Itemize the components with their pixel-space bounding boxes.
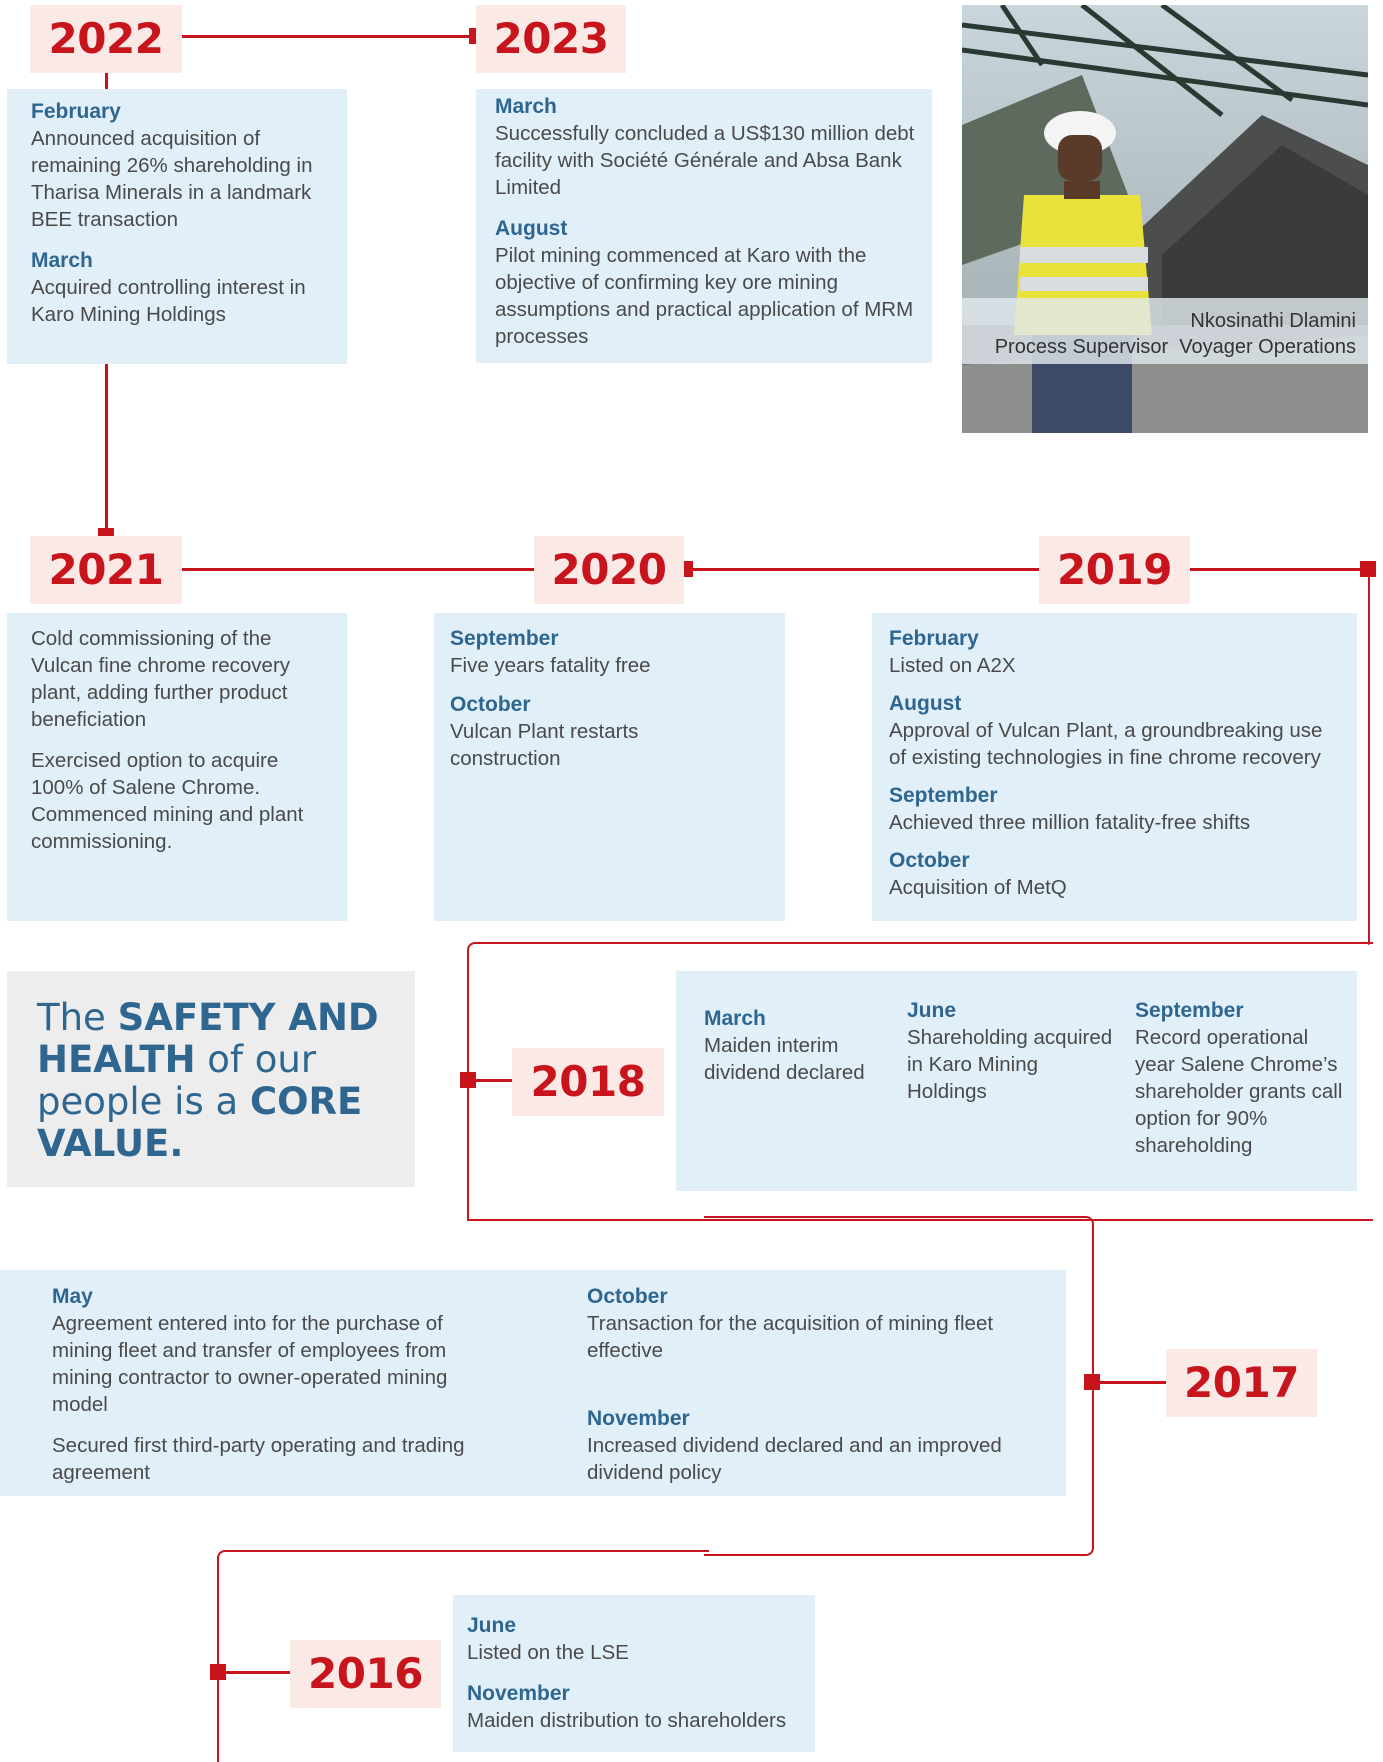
event-item: June Listed on the LSE — [467, 1612, 805, 1666]
event-month: September — [889, 784, 998, 807]
event-month: August — [495, 217, 568, 240]
event-text: Shareholding acquired in Karo Mining Hol… — [907, 1026, 1113, 1103]
timeline-node — [1084, 1374, 1100, 1390]
event-text: Maiden distribution to shareholders — [467, 1709, 787, 1732]
quote-core-value: CORE VALUE. — [37, 1080, 363, 1165]
event-month: October — [450, 693, 531, 716]
event-text: Secured first third-party operating and … — [52, 1434, 465, 1484]
event-text: Acquisition of MetQ — [889, 876, 1067, 899]
employee-photo: Nkosinathi Dlamini Process Supervisor Vo… — [962, 5, 1368, 433]
timeline-connector — [1190, 568, 1368, 571]
mining-site-illustration — [962, 5, 1368, 433]
event-month: August — [889, 692, 962, 715]
timeline-connector — [1368, 930, 1370, 945]
event-text: Approval of Vulcan Plant, a groundbreaki… — [889, 719, 1323, 769]
timeline-connector — [105, 364, 108, 536]
event-month: June — [907, 999, 957, 1022]
event-text: Achieved three million fatality-free shi… — [889, 811, 1251, 834]
event-month: May — [52, 1285, 93, 1308]
events-2016: June Listed on the LSE November Maiden d… — [453, 1595, 815, 1752]
year-label-2018: 2018 — [512, 1048, 664, 1116]
event-month: June — [467, 1614, 517, 1637]
event-item: August Approval of Vulcan Plant, a groun… — [889, 690, 1345, 771]
timeline-node — [210, 1664, 226, 1680]
quote-middle: of our people is a — [37, 1038, 317, 1123]
timeline-connector — [182, 568, 534, 571]
event-month: September — [1135, 999, 1244, 1022]
event-text: Listed on A2X — [889, 654, 1016, 677]
year-label-2020: 2020 — [534, 536, 684, 604]
event-text: Increased dividend declared and an impro… — [587, 1434, 1002, 1484]
events-2023: March Successfully concluded a US$130 mi… — [476, 89, 932, 363]
event-item: February Announced acquisition of remain… — [31, 98, 347, 233]
event-item: March Successfully concluded a US$130 mi… — [495, 93, 918, 201]
event-item: May Agreement entered into for the purch… — [52, 1283, 492, 1486]
year-label-2016: 2016 — [290, 1640, 441, 1708]
event-item: March Maiden interim dividend declared — [704, 1005, 884, 1086]
photo-caption: Nkosinathi Dlamini Process Supervisor Vo… — [962, 298, 1368, 364]
events-2018: March Maiden interim dividend declared J… — [676, 971, 1357, 1191]
event-item: October Acquisition of MetQ — [889, 847, 1345, 901]
event-text: Pilot mining commenced at Karo with the … — [495, 244, 914, 348]
event-month: March — [704, 1007, 766, 1030]
event-text: Listed on the LSE — [467, 1641, 629, 1664]
event-item: September Achieved three million fatalit… — [889, 782, 1345, 836]
events-2022: February Announced acquisition of remain… — [7, 89, 347, 364]
year-label-2019: 2019 — [1039, 536, 1190, 604]
event-text: Announced acquisition of remaining 26% s… — [31, 127, 313, 231]
event-month: February — [889, 627, 979, 650]
event-text: Acquired controlling interest in Karo Mi… — [31, 276, 306, 326]
event-month: November — [587, 1407, 690, 1430]
event-item: August Pilot mining commenced at Karo wi… — [495, 215, 918, 350]
events-2019: February Listed on A2X August Approval o… — [872, 613, 1357, 921]
timeline-connector — [105, 73, 108, 89]
event-month: March — [31, 249, 93, 272]
event-text: Transaction for the acquisition of minin… — [587, 1312, 994, 1362]
event-month: October — [889, 849, 970, 872]
safety-quote: The SAFETY AND HEALTH of our people is a… — [7, 971, 415, 1187]
timeline-connector — [182, 35, 482, 38]
event-month: November — [467, 1682, 570, 1705]
event-item: September Record operational year Salene… — [1135, 997, 1351, 1159]
timeline-connector — [1094, 1381, 1166, 1384]
year-label-2023: 2023 — [476, 5, 626, 73]
caption-role: Process Supervisor Voyager Operations — [994, 336, 1356, 358]
event-item: March Acquired controlling interest in K… — [31, 247, 347, 328]
timeline-connector — [470, 1079, 512, 1082]
event-item: October Transaction for the acquisition … — [587, 1283, 1037, 1364]
event-item: June Shareholding acquired in Karo Minin… — [907, 997, 1119, 1105]
event-text: Cold commissioning of the Vulcan fine ch… — [31, 627, 291, 731]
event-text: Five years fatality free — [450, 654, 651, 677]
event-text: Agreement entered into for the purchase … — [52, 1312, 448, 1416]
event-month: September — [450, 627, 559, 650]
event-item: November Maiden distribution to sharehol… — [467, 1680, 805, 1734]
event-item: November Increased dividend declared and… — [587, 1405, 1037, 1486]
caption-name: Nkosinathi Dlamini — [1190, 310, 1356, 332]
event-text: Successfully concluded a US$130 million … — [495, 122, 915, 199]
timeline-connector — [677, 568, 1049, 571]
event-month: March — [495, 95, 557, 118]
timeline-connector — [466, 568, 1370, 944]
event-item: September Five years fatality free — [450, 625, 771, 679]
event-item: February Listed on A2X — [889, 625, 1345, 679]
event-text: Vulcan Plant restarts construction — [450, 720, 639, 770]
events-2020: September Five years fatality free Octob… — [434, 613, 785, 921]
event-text: Exercised option to acquire 100% of Sale… — [31, 749, 304, 853]
event-month: February — [31, 100, 121, 123]
year-label-2021: 2021 — [30, 536, 182, 604]
event-text: Maiden interim dividend declared — [704, 1034, 865, 1084]
year-label-2017: 2017 — [1166, 1349, 1317, 1417]
event-item: October Vulcan Plant restarts constructi… — [450, 691, 771, 772]
quote-the: The — [37, 996, 118, 1039]
event-text: Record operational year Salene Chrome’s … — [1135, 1026, 1343, 1157]
timeline-node — [460, 1072, 476, 1088]
timeline-connector — [217, 1550, 709, 1762]
events-2017: May Agreement entered into for the purch… — [0, 1270, 1066, 1496]
event-month: October — [587, 1285, 668, 1308]
year-label-2022: 2022 — [30, 5, 182, 73]
timeline-connector — [220, 1671, 290, 1674]
events-2021: Cold commissioning of the Vulcan fine ch… — [7, 613, 347, 921]
quote-safety-health: SAFETY AND HEALTH — [37, 996, 379, 1081]
